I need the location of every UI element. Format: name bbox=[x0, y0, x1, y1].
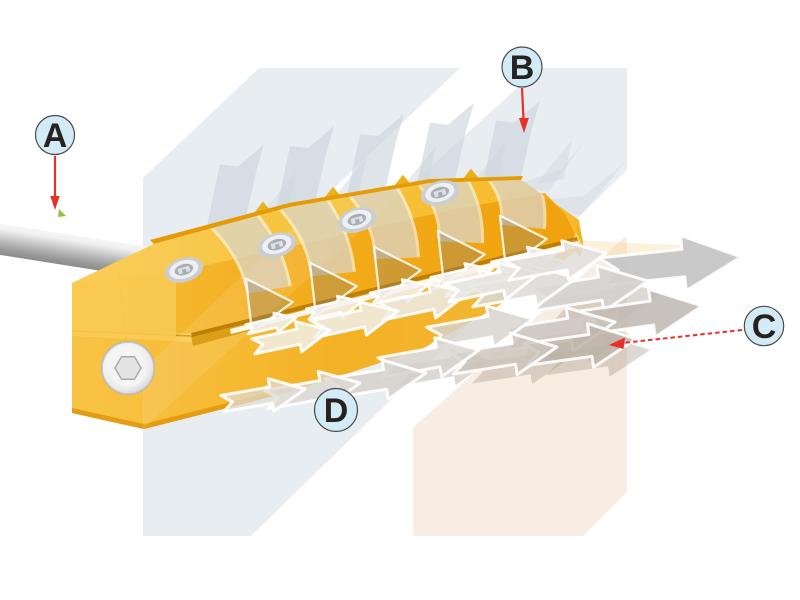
svg-text:C: C bbox=[752, 308, 777, 346]
svg-text:A: A bbox=[43, 117, 68, 155]
svg-text:D: D bbox=[324, 392, 349, 430]
svg-text:B: B bbox=[510, 49, 535, 87]
